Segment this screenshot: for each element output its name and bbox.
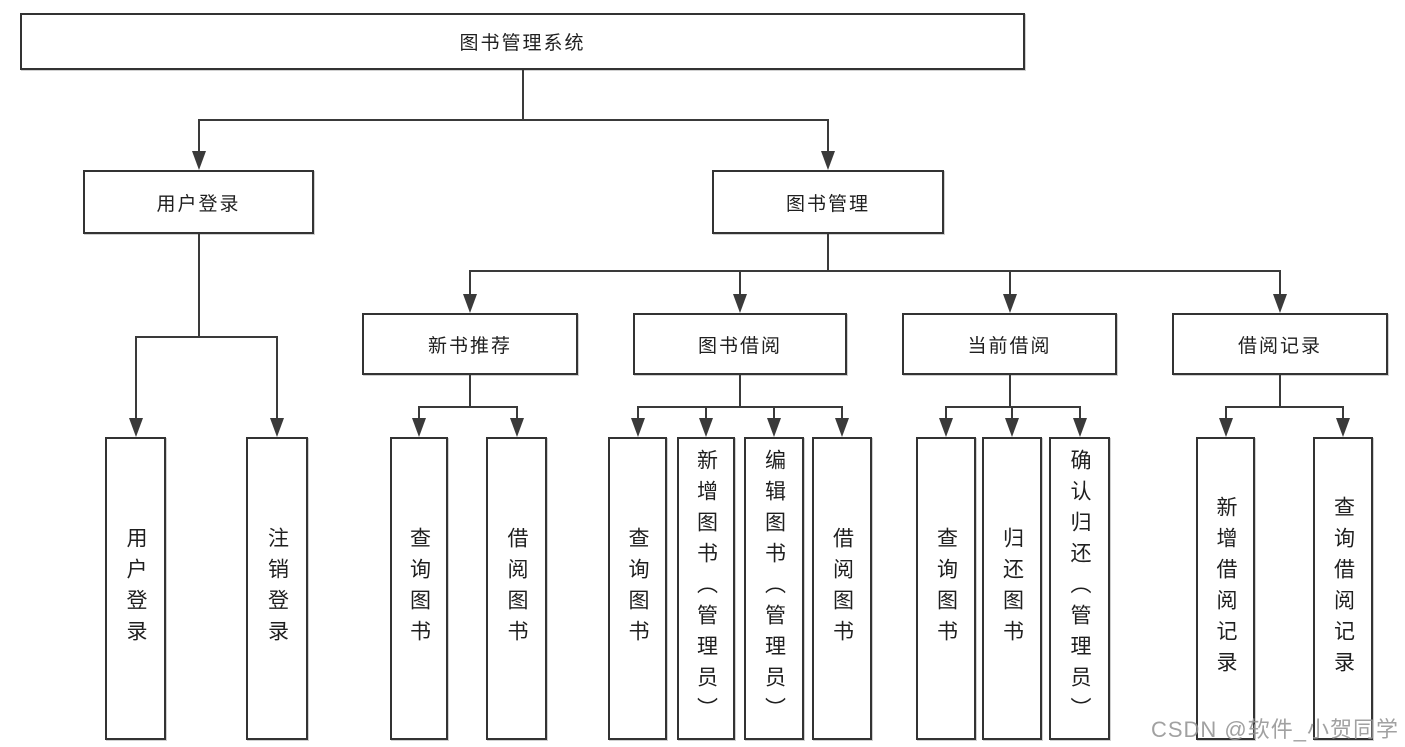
node-leaf-add-books-admin: 新增图书（管理员）: [677, 437, 735, 740]
node-root: 图书管理系统: [20, 13, 1025, 70]
arrow-down-icon: [128, 418, 143, 437]
arrow-down-icon: [835, 418, 849, 437]
connector-line: [197, 119, 200, 153]
connector-line: [134, 336, 278, 338]
connector-line: [705, 406, 707, 419]
node-leaf-confirm-return-admin: 确认归还（管理员）: [1049, 437, 1110, 740]
connector-line: [469, 270, 1281, 272]
arrow-down-icon: [191, 151, 206, 170]
connector-line: [1342, 406, 1344, 419]
connector-line: [827, 119, 829, 153]
connector-line: [469, 270, 471, 295]
connector-line: [197, 234, 200, 337]
node-leaf-query-books-2: 查询图书: [608, 437, 667, 740]
connector-line: [636, 406, 639, 419]
connector-line: [773, 406, 775, 419]
node-book-borrow: 图书借阅: [633, 313, 847, 375]
node-leaf-borrow-books-2: 借阅图书: [812, 437, 872, 740]
connector-line: [739, 270, 741, 295]
connector-line: [134, 336, 137, 419]
node-book-management: 图书管理: [712, 170, 944, 234]
arrow-down-icon: [1002, 294, 1017, 313]
connector-line: [841, 406, 843, 419]
node-leaf-logout: 注销登录: [246, 437, 308, 740]
node-borrow-records: 借阅记录: [1172, 313, 1388, 375]
connector-line: [1008, 270, 1011, 295]
node-leaf-user-login: 用户登录: [105, 437, 166, 740]
arrow-down-icon: [1005, 418, 1019, 437]
arrow-down-icon: [767, 418, 781, 437]
connector-line: [1011, 406, 1013, 419]
arrow-down-icon: [939, 418, 953, 437]
connector-line: [945, 406, 947, 419]
arrow-down-icon: [630, 418, 645, 437]
arrow-down-icon: [1072, 418, 1087, 437]
connector-line: [418, 406, 420, 419]
node-current-borrow: 当前借阅: [902, 313, 1117, 375]
connector-line: [1078, 406, 1081, 419]
connector-line: [636, 406, 843, 408]
arrow-down-icon: [1273, 294, 1287, 313]
arrow-down-icon: [412, 418, 426, 437]
connector-line: [197, 119, 829, 121]
csdn-watermark: CSDN @软件_小贺同学: [1150, 717, 1399, 742]
node-leaf-return-books: 归还图书: [982, 437, 1042, 740]
connector-line: [1279, 375, 1281, 407]
connector-line: [418, 406, 518, 408]
connector-line: [1224, 406, 1227, 419]
arrow-down-icon: [821, 151, 835, 170]
node-new-book-recommend: 新书推荐: [362, 313, 578, 375]
connector-line: [469, 375, 471, 407]
connector-line: [739, 375, 741, 407]
node-user-login: 用户登录: [83, 170, 314, 234]
connector-line: [521, 70, 524, 120]
node-leaf-borrow-books-1: 借阅图书: [486, 437, 547, 740]
connector-line: [1008, 375, 1011, 407]
node-leaf-edit-books-admin: 编辑图书（管理员）: [744, 437, 804, 740]
connector-line: [1224, 406, 1344, 408]
connector-line: [515, 406, 518, 419]
connector-line: [276, 336, 278, 419]
connector-line: [827, 234, 829, 271]
node-leaf-query-borrow-record: 查询借阅记录: [1313, 437, 1373, 740]
arrow-down-icon: [1218, 418, 1233, 437]
arrow-down-icon: [699, 418, 713, 437]
node-leaf-add-borrow-record: 新增借阅记录: [1196, 437, 1255, 740]
arrow-down-icon: [270, 418, 284, 437]
arrow-down-icon: [733, 294, 747, 313]
node-leaf-query-books-3: 查询图书: [916, 437, 976, 740]
arrow-down-icon: [463, 294, 477, 313]
connector-line: [1279, 270, 1281, 295]
arrow-down-icon: [509, 418, 524, 437]
arrow-down-icon: [1336, 418, 1350, 437]
node-leaf-query-books-1: 查询图书: [390, 437, 448, 740]
